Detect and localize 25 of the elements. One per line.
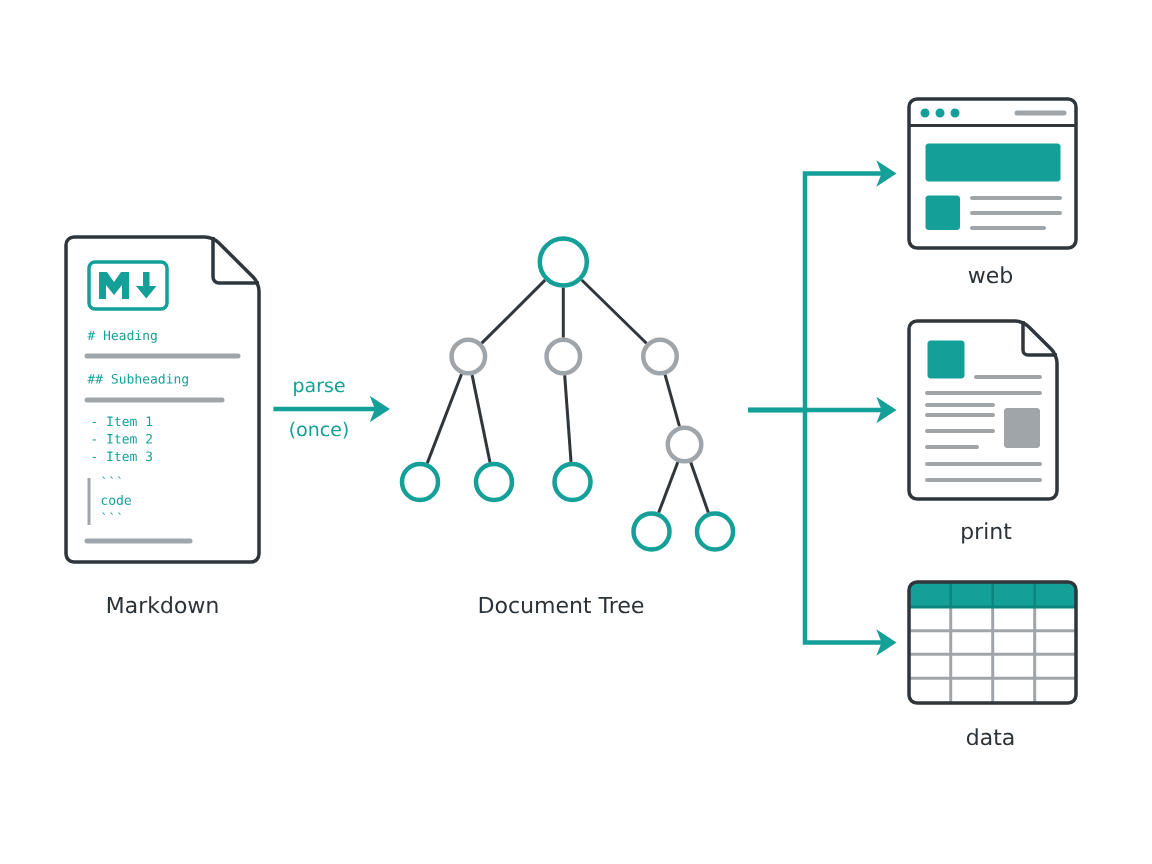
- tree-node: [665, 425, 704, 464]
- list-item: - Item 3: [92, 451, 152, 462]
- tree-node: [544, 337, 583, 376]
- node-label: data: [966, 728, 1014, 746]
- tree-node: [641, 337, 679, 376]
- edge-label: parse (once): [290, 381, 348, 439]
- tree-node: [537, 236, 590, 288]
- tree-node: [631, 511, 672, 552]
- node-label: Markdown: [107, 596, 218, 614]
- heading-text: # Heading: [87, 330, 157, 343]
- table-icon: [907, 580, 1078, 705]
- tree-node: [694, 511, 736, 552]
- list-item: - Item 1: [92, 416, 153, 427]
- list-item: - Item 2: [92, 433, 152, 444]
- caption: Document Tree: [479, 597, 644, 614]
- browser-window-icon: [907, 97, 1078, 250]
- tree-node: [473, 461, 515, 503]
- tree-node: [552, 461, 593, 503]
- node-label: web: [968, 266, 1013, 284]
- document-icon: [907, 319, 1059, 501]
- code-text: ``` code ```: [101, 476, 131, 515]
- tree-node: [449, 337, 488, 376]
- node-label: print: [962, 522, 1012, 544]
- tree-node: [399, 461, 441, 503]
- subheading-text: ## Subheading: [87, 373, 188, 387]
